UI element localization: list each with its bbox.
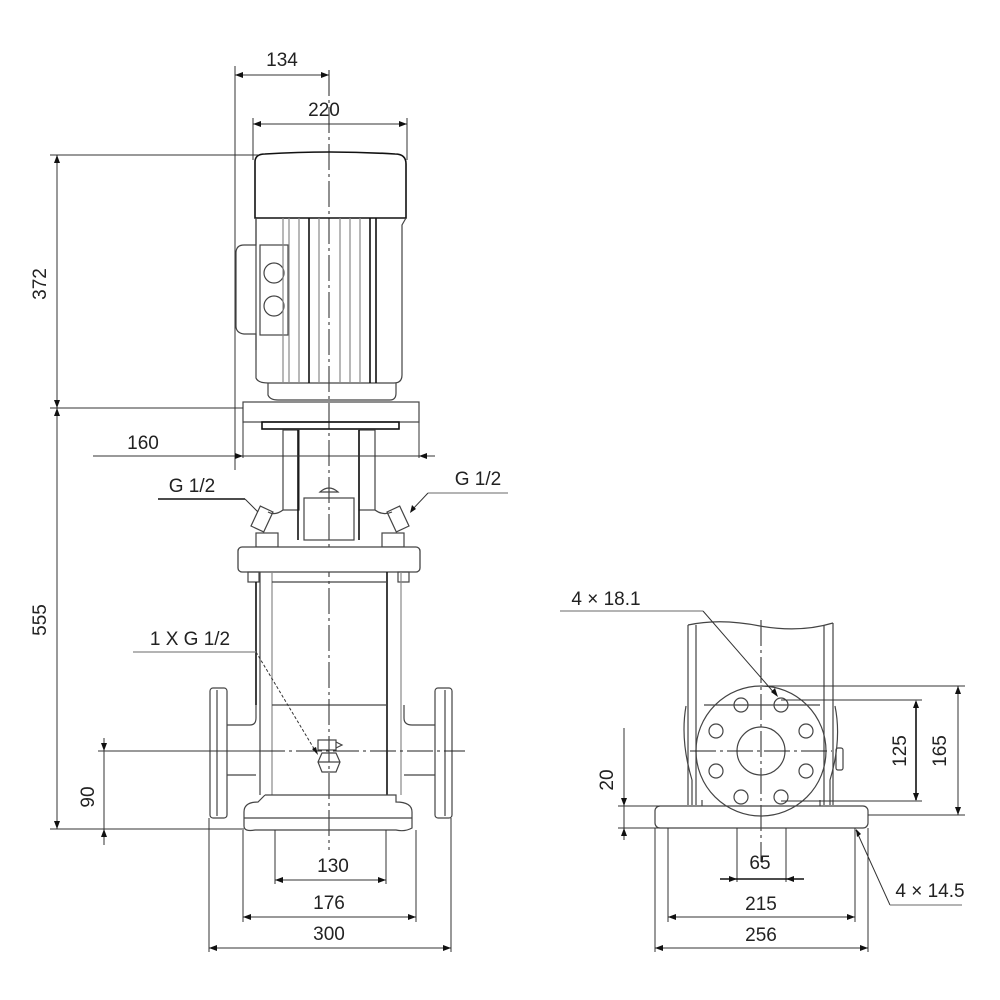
vent-plug-left [250, 505, 279, 548]
drain-plug-side [835, 747, 844, 771]
callout-drain: 1 X G 1/2 [150, 629, 230, 650]
inlet-flange [209, 687, 257, 819]
dim-pump-height: 555 [30, 604, 51, 636]
dim-base-mid: 176 [313, 893, 345, 914]
pump-base [243, 794, 413, 832]
dim-port-height: 90 [78, 786, 99, 807]
dim-flange-span: 300 [313, 924, 345, 945]
rotation-arrow-icon [318, 487, 340, 493]
callout-flange-holes: 4 × 18.1 [571, 589, 640, 610]
dim-base-hole-spacing: 215 [745, 894, 777, 915]
dim-port-bore: 65 [749, 853, 770, 874]
dim-bolt-circle: 125 [890, 735, 911, 767]
side-dimensions: 4 × 18.1 125 165 20 65 21 [560, 589, 965, 952]
callout-base-holes: 4 × 14.5 [895, 881, 964, 902]
vent-plug-right [381, 505, 410, 548]
motor-body [255, 217, 407, 384]
motor-fan-cover [254, 151, 407, 219]
dim-coupling-width: 160 [127, 433, 159, 454]
dim-flange-diameter: 165 [930, 735, 951, 767]
front-view [185, 70, 465, 850]
break-line [687, 621, 834, 630]
pump-head [237, 546, 421, 573]
tie-bolt-nut [397, 571, 410, 583]
side-base [654, 805, 869, 829]
coupling-lantern [267, 429, 393, 541]
coupling-plate [261, 421, 400, 430]
flange-bolt-holes [708, 697, 814, 805]
motor-cooling-fins [282, 218, 377, 383]
dim-base-width: 256 [745, 925, 777, 946]
motor-flange-neck [267, 383, 397, 401]
drain-plug [317, 739, 344, 773]
dim-motor-height: 372 [30, 268, 51, 300]
dim-base-thickness: 20 [597, 769, 618, 790]
tie-bolt-nut [247, 571, 260, 583]
dim-base-inner: 130 [317, 856, 349, 877]
callout-vent-left: G 1/2 [169, 476, 215, 497]
side-view [654, 620, 869, 862]
pump-sleeve [255, 572, 402, 795]
front-dimensions: 134 220 372 555 160 G 1/2 G 1/2 [30, 50, 508, 952]
cable-gland-icon [263, 295, 285, 317]
dim-motor-width: 220 [308, 100, 340, 121]
coupling-guard [303, 497, 355, 541]
terminal-box [259, 244, 289, 336]
terminal-box-outline [235, 218, 257, 350]
callout-vent-right: G 1/2 [455, 469, 501, 490]
outlet-flange [403, 687, 453, 819]
cable-gland-icon [263, 262, 285, 284]
motor-flange [242, 401, 420, 423]
dim-motor-offset: 134 [266, 50, 298, 71]
